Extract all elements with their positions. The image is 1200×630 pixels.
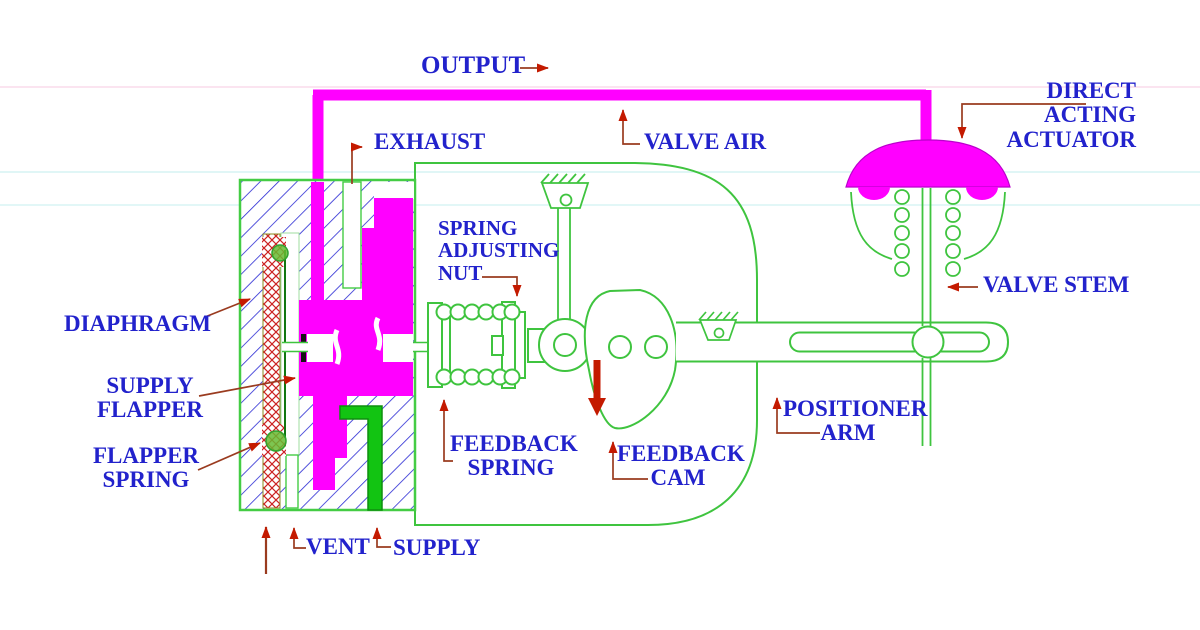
label-direct-acting-actuator: DIRECT ACTING ACTUATOR [958, 78, 1137, 152]
supply-air-channel [339, 405, 383, 511]
valve-air-leader [618, 109, 640, 145]
valve-stem [921, 188, 932, 446]
feedback-spring-leader [439, 399, 453, 462]
actuator-springs [894, 189, 961, 277]
label-diaphragm: DIAPHRAGM [64, 311, 211, 336]
label-line: POSITIONER [783, 396, 928, 421]
positioner-arm-leader [772, 397, 820, 434]
label-line: NUT [438, 260, 483, 285]
label-line: FLAPPER [96, 397, 204, 423]
label-line: CAM [650, 465, 706, 491]
actuator-leader [957, 103, 1086, 139]
label-valve-stem: VALVE STEM [983, 272, 1130, 297]
supply-leader [372, 527, 391, 548]
stem-pin [911, 325, 945, 359]
cam-motion-arrow [588, 360, 606, 416]
positioner-body-outline [414, 162, 758, 526]
label-vent: VENT [306, 534, 370, 559]
flapper-spring-ball [265, 430, 287, 452]
spring-adjusting-nut [491, 335, 504, 356]
label-line: SPRING [467, 455, 555, 481]
label-line: SPRING [438, 216, 518, 240]
flapper-spring-leader [197, 442, 261, 471]
label-line: ARM [820, 420, 876, 446]
feedback-spring-coils [435, 303, 521, 386]
label-spring-adjusting-nut: SPRING ADJUSTING NUT [438, 217, 559, 284]
diaphragm-leader [204, 298, 251, 318]
link-anchor [540, 173, 590, 209]
label-flapper-spring: FLAPPER SPRING [86, 443, 206, 493]
label-line: DIRECT ACTING [1043, 78, 1136, 128]
label-line: FLAPPER [92, 443, 200, 468]
label-supply-flapper: SUPPLY FLAPPER [90, 373, 210, 423]
label-line: FEEDBACK [450, 431, 578, 456]
label-exhaust: EXHAUST [374, 129, 486, 154]
flapper-pivot-ball [271, 244, 289, 262]
vent-channel [285, 454, 299, 509]
actuator-dome [845, 139, 1011, 260]
label-output: OUTPUT [421, 52, 526, 79]
label-line: ADJUSTING [438, 238, 560, 263]
arm-slot [789, 331, 990, 353]
nut-leader [482, 276, 522, 297]
label-line: ACTUATOR [1006, 126, 1137, 152]
label-feedback-spring: FEEDBACK SPRING [450, 431, 578, 481]
pilot-relay-spool [299, 182, 413, 490]
diaphragm-assembly [262, 233, 289, 509]
label-supply: SUPPLY [393, 535, 481, 560]
beam-pivot-roller [527, 318, 592, 372]
label-valve-air: VALVE AIR [644, 129, 767, 154]
leader-arrows [197, 63, 1086, 574]
arm-anchor [698, 311, 739, 341]
supply-flapper-leader [198, 375, 296, 397]
positioner-arm [676, 321, 1010, 363]
label-feedback-cam: FEEDBACK CAM [617, 441, 745, 491]
label-line: SPRING [102, 467, 190, 493]
feedback-cam-leader [608, 441, 648, 480]
exhaust-leader [351, 142, 363, 184]
vent-leader [289, 527, 306, 549]
label-line: SUPPLY [106, 373, 194, 398]
label-positioner-arm: POSITIONER ARM [783, 396, 927, 446]
vertical-link [557, 208, 571, 332]
feedback-spring-assembly [427, 301, 526, 389]
label-line: FEEDBACK [617, 441, 745, 466]
feedback-cam [583, 288, 678, 430]
exhaust-channel [342, 181, 362, 289]
